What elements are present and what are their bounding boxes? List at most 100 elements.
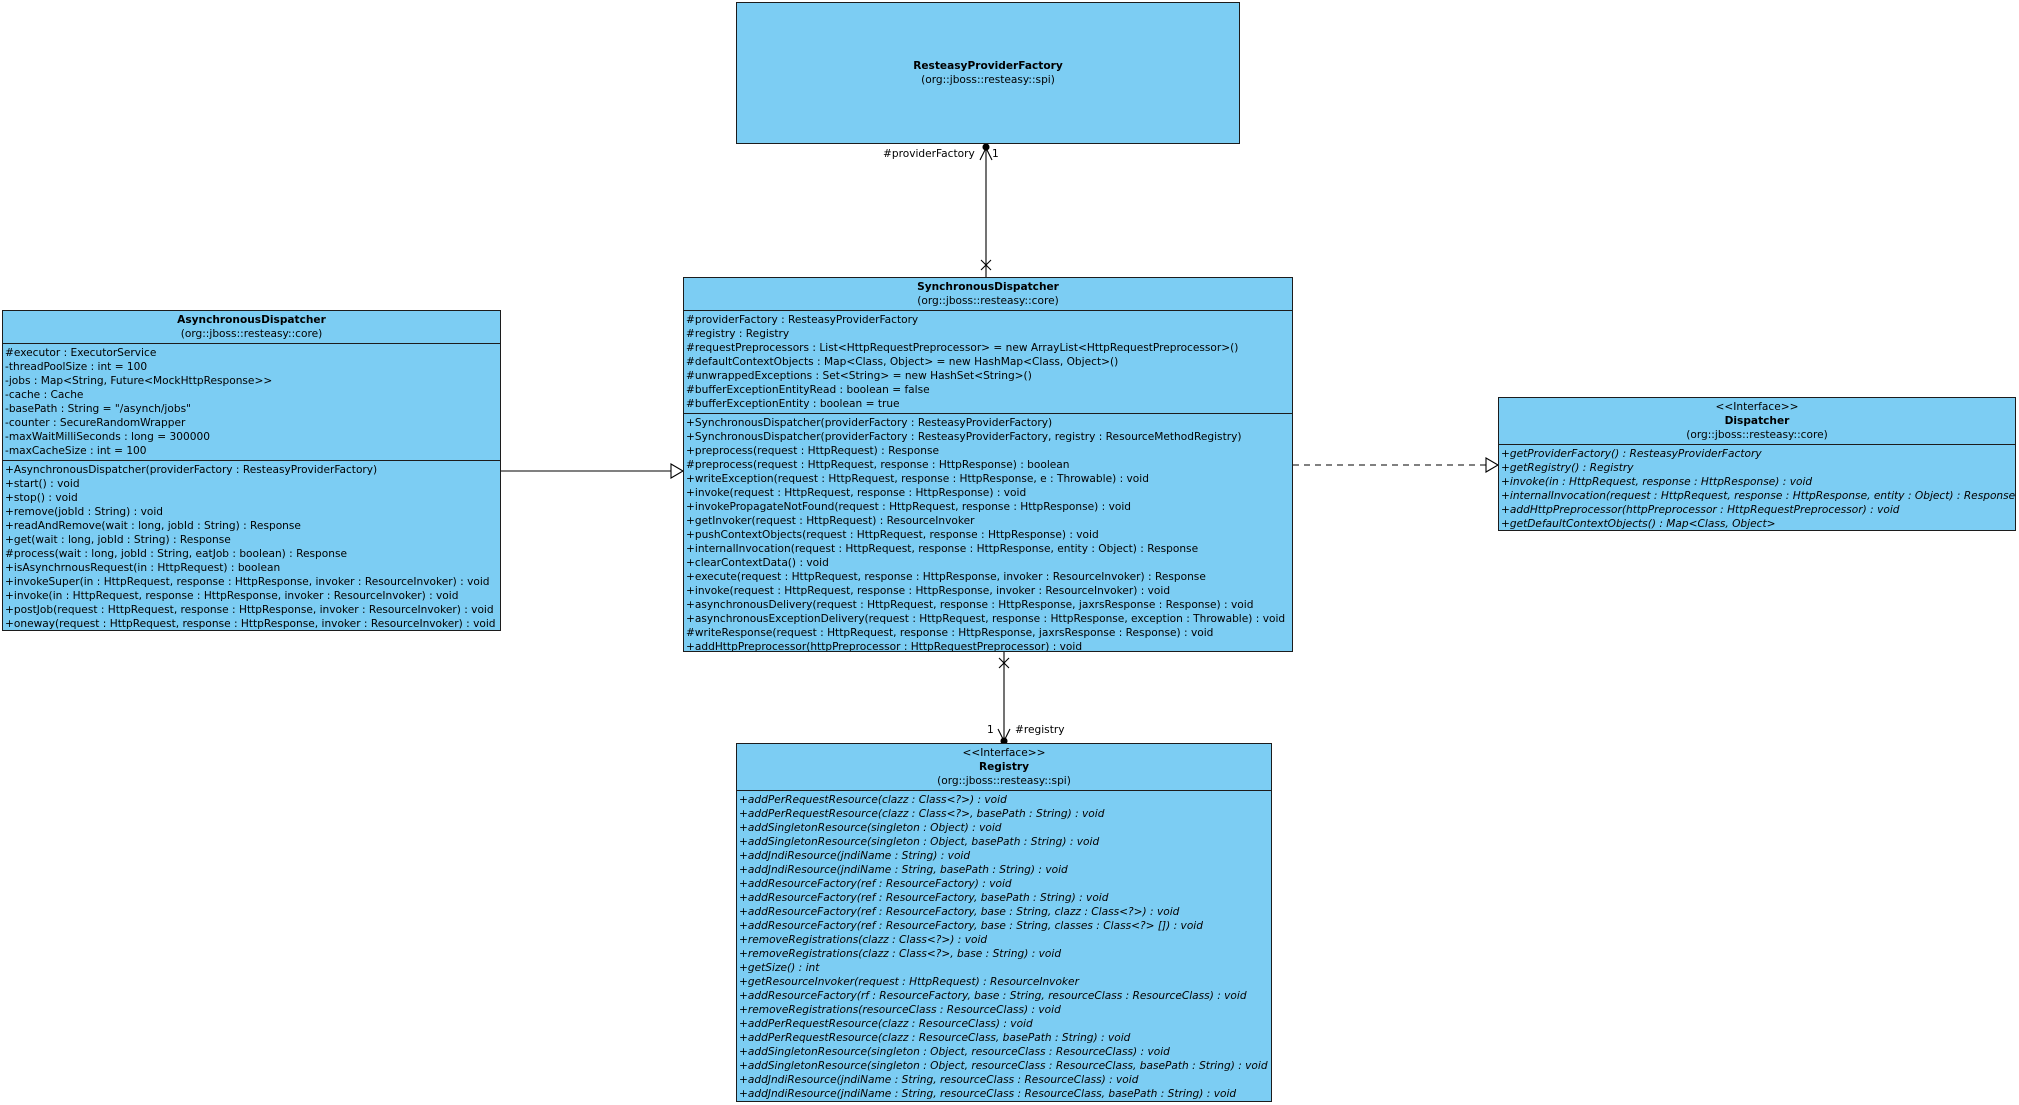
attribute: #requestPreprocessors : List<HttpRequest… bbox=[686, 342, 1239, 354]
operation-list: +addPerRequestResource(clazz : Class<?>)… bbox=[737, 791, 1271, 1101]
operation: +preprocess(request : HttpRequest) : Res… bbox=[686, 445, 940, 457]
operation: +removeRegistrations(resourceClass : Res… bbox=[739, 1004, 1061, 1016]
attribute: -cache : Cache bbox=[5, 389, 84, 401]
interface-header: <<Interface>> Registry (org::jboss::rest… bbox=[737, 744, 1271, 791]
operation: +getRegistry() : Registry bbox=[1501, 462, 1634, 474]
operation: +invokeSuper(in : HttpRequest, response … bbox=[5, 576, 490, 588]
attribute-list: #executor : ExecutorService -threadPoolSi… bbox=[3, 344, 500, 460]
operation: +addSingletonResource(singleton : Object… bbox=[739, 836, 1100, 848]
interface-registry[interactable]: <<Interface>> Registry (org::jboss::rest… bbox=[736, 743, 1272, 1102]
operation: +SynchronousDispatcher(providerFactory :… bbox=[686, 431, 1242, 443]
operation: +remove(jobId : String) : void bbox=[5, 506, 164, 518]
provider-factory-multiplicity-label: 1 bbox=[992, 148, 999, 160]
operation: +addPerRequestResource(clazz : ResourceC… bbox=[739, 1018, 1033, 1030]
interface-stereotype: <<Interface>> bbox=[962, 747, 1046, 759]
operation: +asynchronousExceptionDelivery(request :… bbox=[686, 613, 1286, 625]
operation: +addPerRequestResource(clazz : ResourceC… bbox=[739, 1032, 1131, 1044]
operation: +getResourceInvoker(request : HttpReques… bbox=[739, 976, 1079, 988]
realization-sync-to-dispatcher bbox=[1293, 457, 1500, 473]
attribute: -maxCacheSize : int = 100 bbox=[5, 445, 147, 457]
attribute: -threadPoolSize : int = 100 bbox=[5, 361, 148, 373]
class-package: (org::jboss::resteasy::spi) bbox=[921, 74, 1055, 86]
operation: +addJndiResource(jndiName : String, reso… bbox=[739, 1088, 1237, 1100]
operation: +addJndiResource(jndiName : String, base… bbox=[739, 864, 1068, 876]
operation: +stop() : void bbox=[5, 492, 78, 504]
interface-dispatcher[interactable]: <<Interface>> Dispatcher (org::jboss::re… bbox=[1498, 397, 2016, 531]
class-name: AsynchronousDispatcher bbox=[177, 314, 326, 326]
operation: +addSingletonResource(singleton : Object… bbox=[739, 822, 1002, 834]
operation: +addSingletonResource(singleton : Object… bbox=[739, 1046, 1170, 1058]
operation: +get(wait : long, jobId : String) : Resp… bbox=[5, 534, 231, 546]
operation-list: +getProviderFactory() : ResteasyProvider… bbox=[1499, 445, 2016, 530]
operation: +readAndRemove(wait : long, jobId : Stri… bbox=[5, 520, 301, 532]
attribute: #executor : ExecutorService bbox=[5, 347, 157, 359]
operation: +writeException(request : HttpRequest, r… bbox=[686, 473, 1149, 485]
operation: +asynchronousDelivery(request : HttpRequ… bbox=[686, 599, 1254, 611]
operation: +AsynchronousDispatcher(providerFactory … bbox=[5, 464, 378, 476]
class-header: ResteasyProviderFactory (org::jboss::res… bbox=[737, 3, 1239, 89]
operation: +getInvoker(request : HttpRequest) : Res… bbox=[686, 515, 975, 527]
provider-factory-role-label: #providerFactory bbox=[883, 148, 975, 160]
interface-package: (org::jboss::resteasy::spi) bbox=[937, 775, 1071, 787]
class-name: ResteasyProviderFactory bbox=[913, 60, 1063, 72]
operation: +start() : void bbox=[5, 478, 80, 490]
operation: #process(wait : long, jobId : String, ea… bbox=[5, 548, 347, 560]
class-synchronous-dispatcher[interactable]: SynchronousDispatcher (org::jboss::reste… bbox=[683, 277, 1293, 652]
association-registry bbox=[997, 652, 1011, 745]
operation: +invokePropagateNotFound(request : HttpR… bbox=[686, 501, 1132, 513]
operation: +addPerRequestResource(clazz : Class<?>,… bbox=[739, 808, 1105, 820]
generalization-async-to-sync bbox=[501, 463, 685, 479]
operation: +internalInvocation(request : HttpReques… bbox=[686, 543, 1199, 555]
operation: +invoke(request : HttpRequest, response … bbox=[686, 487, 1027, 499]
operation: +pushContextObjects(request : HttpReques… bbox=[686, 529, 1099, 541]
attribute: #defaultContextObjects : Map<Class, Obje… bbox=[686, 356, 1119, 368]
attribute: -counter : SecureRandomWrapper bbox=[5, 417, 186, 429]
operation: +invoke(request : HttpRequest, response … bbox=[686, 585, 1171, 597]
attribute: -maxWaitMilliSeconds : long = 300000 bbox=[5, 431, 210, 443]
operation: +clearContextData() : void bbox=[686, 557, 829, 569]
class-name: SynchronousDispatcher bbox=[917, 281, 1059, 293]
operation: +internalInvocation(request : HttpReques… bbox=[1501, 490, 2016, 502]
operation: +addResourceFactory(ref : ResourceFactor… bbox=[739, 906, 1180, 918]
class-resteasy-provider-factory[interactable]: ResteasyProviderFactory (org::jboss::res… bbox=[736, 2, 1240, 144]
operation: +addResourceFactory(ref : ResourceFactor… bbox=[739, 892, 1109, 904]
operation: +invoke(in : HttpRequest, response : Htt… bbox=[1501, 476, 1813, 488]
operation: +getProviderFactory() : ResteasyProvider… bbox=[1501, 448, 1762, 460]
class-header: SynchronousDispatcher (org::jboss::reste… bbox=[684, 278, 1292, 311]
operation: +addResourceFactory(rf : ResourceFactory… bbox=[739, 990, 1247, 1002]
operation: +addHttpPreprocessor(httpPreprocessor : … bbox=[1501, 504, 1900, 516]
registry-role-label: #registry bbox=[1015, 724, 1065, 736]
operation: +invoke(in : HttpRequest, response : Htt… bbox=[5, 590, 459, 602]
attribute: -basePath : String = "/asynch/jobs" bbox=[5, 403, 191, 415]
attribute: #bufferExceptionEntityRead : boolean = f… bbox=[686, 384, 930, 396]
operation: +execute(request : HttpRequest, response… bbox=[686, 571, 1206, 583]
operation: +postJob(request : HttpRequest, response… bbox=[5, 604, 494, 616]
operation: +addHttpPreprocessor(httpPreprocessor : … bbox=[686, 641, 1083, 652]
interface-name: Registry bbox=[978, 761, 1030, 773]
attribute-list: #providerFactory : ResteasyProviderFacto… bbox=[684, 311, 1292, 413]
operation: +removeRegistrations(clazz : Class<?>, b… bbox=[739, 948, 1062, 960]
operation: +addResourceFactory(ref : ResourceFactor… bbox=[739, 920, 1203, 932]
class-asynchronous-dispatcher[interactable]: AsynchronousDispatcher (org::jboss::rest… bbox=[2, 310, 501, 631]
interface-name: Dispatcher bbox=[1724, 415, 1790, 427]
operation: +removeRegistrations(clazz : Class<?>) :… bbox=[739, 934, 988, 946]
association-provider-factory bbox=[979, 143, 993, 277]
operation: +addPerRequestResource(clazz : Class<?>)… bbox=[739, 794, 1007, 806]
attribute: #unwrappedExceptions : Set<String> = new… bbox=[686, 370, 1032, 382]
attribute: #bufferExceptionEntity : boolean = true bbox=[686, 398, 900, 410]
operation: +addJndiResource(jndiName : String) : vo… bbox=[739, 850, 971, 862]
attribute: #registry : Registry bbox=[686, 328, 790, 340]
operation: +getSize() : int bbox=[739, 962, 820, 974]
operation: +addJndiResource(jndiName : String, reso… bbox=[739, 1074, 1139, 1086]
operation: #writeResponse(request : HttpRequest, re… bbox=[686, 627, 1214, 639]
class-header: AsynchronousDispatcher (org::jboss::rest… bbox=[3, 311, 500, 344]
attribute: -jobs : Map<String, Future<MockHttpRespo… bbox=[5, 375, 273, 387]
interface-header: <<Interface>> Dispatcher (org::jboss::re… bbox=[1499, 398, 2015, 445]
class-package: (org::jboss::resteasy::core) bbox=[917, 295, 1059, 307]
operation: +SynchronousDispatcher(providerFactory :… bbox=[686, 417, 1053, 429]
interface-stereotype: <<Interface>> bbox=[1715, 401, 1799, 413]
registry-multiplicity-label: 1 bbox=[987, 724, 994, 736]
operation-list: +AsynchronousDispatcher(providerFactory … bbox=[3, 460, 500, 630]
